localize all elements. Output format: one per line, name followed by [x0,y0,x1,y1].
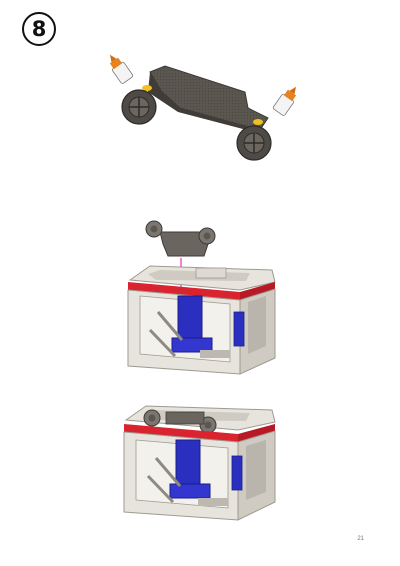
assembled-frame-illustration [123,405,276,521]
glue-bottle-icon [109,54,134,84]
glue-bottle-icon [272,86,297,116]
glue-bead-right [253,119,263,125]
page-number: 21 [357,536,364,542]
motor [175,439,201,493]
insert-step-illustration [127,220,276,375]
wheel-icon [121,89,157,125]
bracket-glue-illustration [109,54,297,161]
frame-body [127,265,276,375]
glue-bead-left [142,85,152,91]
step-number: 8 [31,16,47,41]
bracket-assembly [145,220,216,257]
step-number-badge: 8 [22,12,56,46]
wheel-icon [236,125,272,161]
